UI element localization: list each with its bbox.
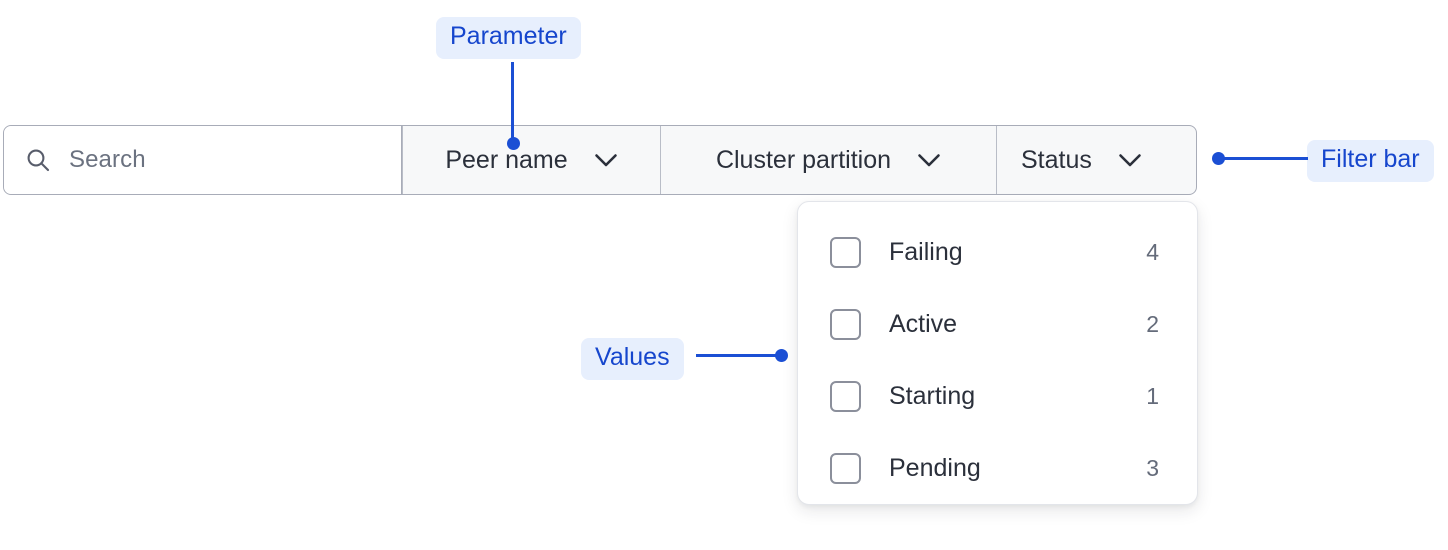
annotation-label-values: Values [581, 338, 684, 380]
annotation-label-parameter: Parameter [436, 17, 581, 59]
checkbox-active[interactable] [830, 308, 861, 340]
option-label: Active [889, 309, 958, 338]
annotation-connector-values [696, 354, 778, 357]
filter-segment-label: Cluster partition [715, 145, 892, 174]
option-count: 4 [1146, 238, 1159, 265]
annotation-label-filter-bar: Filter bar [1307, 140, 1434, 182]
annotation-dot-filter-bar [1212, 152, 1225, 165]
list-item[interactable]: Active 2 [830, 288, 1159, 360]
filter-segment-status[interactable]: Status [996, 126, 1168, 194]
option-label: Pending [889, 453, 981, 482]
annotation-connector-parameter [511, 62, 514, 144]
chevron-down-icon [917, 153, 941, 168]
search-input[interactable]: Search [4, 126, 402, 194]
list-item[interactable]: Starting 1 [830, 360, 1159, 432]
option-label: Failing [889, 237, 963, 266]
status-dropdown-panel: Failing 4 Active 2 Starting 1 Pending 3 [797, 201, 1198, 505]
checkbox-pending[interactable] [830, 452, 861, 484]
list-item[interactable]: Failing 4 [830, 216, 1159, 288]
option-count: 3 [1146, 454, 1159, 481]
annotation-dot-parameter [507, 137, 520, 150]
filter-bar: Search Peer name Cluster partition Statu… [3, 125, 1197, 195]
filter-segment-label: Peer name [445, 145, 568, 174]
list-item[interactable]: Pending 3 [830, 432, 1159, 504]
chevron-down-icon [594, 153, 618, 168]
chevron-down-icon [1118, 153, 1142, 168]
option-count: 2 [1146, 310, 1159, 337]
checkbox-starting[interactable] [830, 380, 861, 412]
search-placeholder: Search [69, 146, 146, 173]
annotation-dot-values [775, 349, 788, 362]
annotation-connector-filter-bar [1222, 157, 1308, 160]
search-icon [25, 147, 51, 173]
checkbox-failing[interactable] [830, 236, 861, 268]
filter-segment-peer-name[interactable]: Peer name [402, 126, 660, 194]
option-label: Starting [889, 381, 976, 410]
filter-segment-label: Status [1021, 145, 1092, 174]
filter-segment-cluster-partition[interactable]: Cluster partition [660, 126, 996, 194]
option-count: 1 [1146, 382, 1159, 409]
